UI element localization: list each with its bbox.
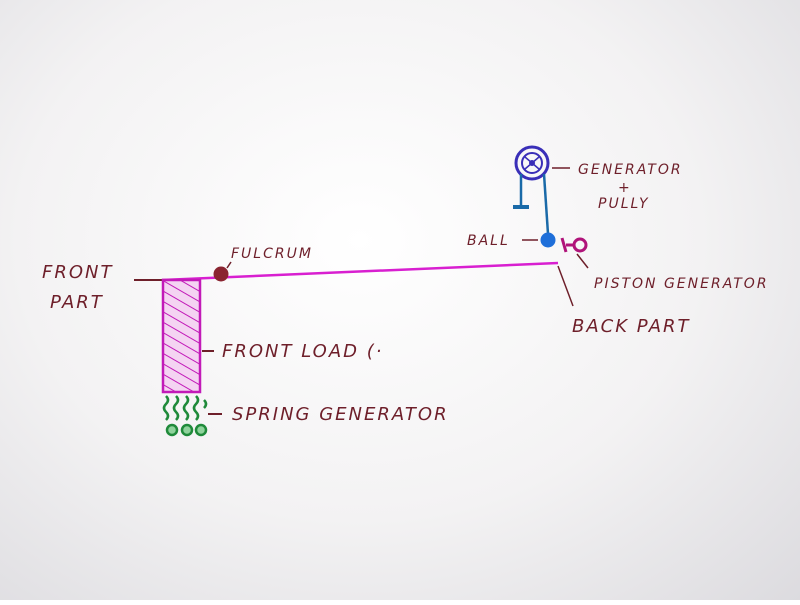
generator-spokes xyxy=(524,156,540,170)
front-part-label-line2: PART xyxy=(50,292,104,313)
generator-inner-ring xyxy=(521,152,543,174)
fulcrum-label: FULCRUM xyxy=(231,246,313,262)
pulley-rope-right xyxy=(542,173,550,235)
generator-label-line2: PULLY xyxy=(598,196,650,212)
spring-generator-label: SPRING GENERATOR xyxy=(232,404,449,425)
spring-generator xyxy=(162,395,208,437)
lever-beam xyxy=(161,261,559,282)
generator-label-plus: + xyxy=(618,180,632,196)
front-part-label-line1: FRONT xyxy=(42,262,114,283)
fulcrum-pivot xyxy=(213,266,229,282)
piston-generator-label: PISTON GENERATOR xyxy=(594,276,769,292)
back-part-leader xyxy=(557,265,574,307)
front-load-label: FRONT LOAD (· xyxy=(222,341,384,362)
ball xyxy=(540,232,556,248)
piston-generator-leader xyxy=(576,253,589,269)
front-load-hatching xyxy=(163,280,200,392)
ball-label: BALL xyxy=(467,233,510,249)
piston-generator xyxy=(560,237,588,253)
back-part-label: BACK PART xyxy=(572,316,691,337)
generator-label-line1: GENERATOR xyxy=(578,162,683,178)
generator-outer-ring xyxy=(514,145,550,181)
fulcrum-leader xyxy=(226,261,232,269)
